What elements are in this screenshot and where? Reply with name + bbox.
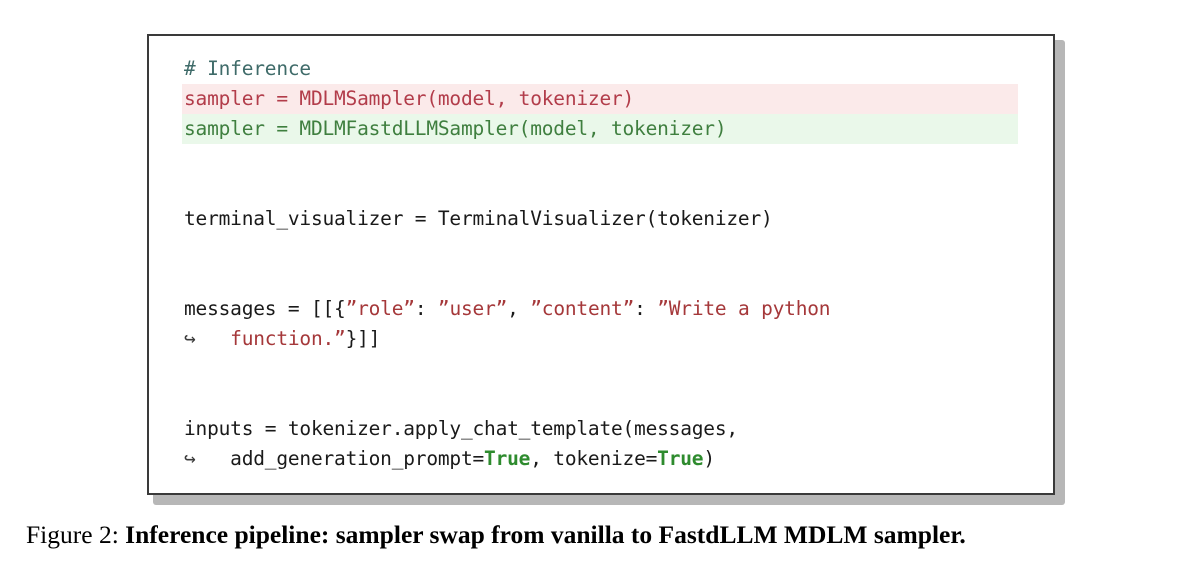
code-token-add: sampler = MDLMFastdLLMSampler(model, tok… <box>184 117 727 140</box>
code-token-plain: : <box>634 297 658 320</box>
code-token-plain: , tokenize= <box>530 447 658 470</box>
code-line-blank-5 <box>184 354 1049 384</box>
code-token-str: function.” <box>218 327 346 350</box>
code-line-line-sampler-old: sampler = MDLMSampler(model, tokenizer) <box>182 84 1049 114</box>
code-line-line-comment: # Inference <box>184 54 1049 84</box>
code-token-kw: True <box>657 447 704 470</box>
code-line-line-inputs: inputs = tokenizer.apply_chat_template(m… <box>184 414 1049 444</box>
code-line-line-messages: messages = [[{”role”: ”user”, ”content”:… <box>184 294 1049 324</box>
code-token-cont: ↪ <box>184 447 219 470</box>
code-token-str: ”role” <box>345 297 415 320</box>
code-line-blank-7 <box>184 474 1049 493</box>
code-listing: # Inference sampler = MDLMSampler(model, … <box>182 54 1049 493</box>
code-token-plain: messages = [[{ <box>184 297 346 320</box>
code-line-line-sampler-new: sampler = MDLMFastdLLMSampler(model, tok… <box>182 114 1049 144</box>
code-token-kw: True <box>484 447 531 470</box>
figure-caption-text: Inference pipeline: sampler swap from va… <box>125 520 966 549</box>
code-line-blank-6 <box>184 384 1049 414</box>
code-token-plain: terminal_visualizer = TerminalVisualizer… <box>184 207 773 230</box>
code-token-del: sampler = MDLMSampler(model, tokenizer) <box>184 87 635 110</box>
code-token-str: ”content” <box>530 297 635 320</box>
code-line-blank-2 <box>184 174 1049 204</box>
code-token-comment: # Inference <box>184 57 311 80</box>
code-line-blank-3 <box>184 234 1049 264</box>
code-token-plain: inputs = tokenizer.apply_chat_template(m… <box>184 417 738 440</box>
figure-caption-label: Figure 2: <box>26 520 119 549</box>
code-token-str: ”user” <box>437 297 508 320</box>
code-line-line-inputs-cont: ↪ add_generation_prompt=True, tokenize=T… <box>184 444 1049 474</box>
code-line-line-terminal-visualizer: terminal_visualizer = TerminalVisualizer… <box>184 204 1049 234</box>
code-token-plain: ) <box>703 447 715 470</box>
code-listing-box: # Inference sampler = MDLMSampler(model, … <box>147 34 1055 495</box>
code-token-plain: : <box>414 297 438 320</box>
figure-caption: Figure 2: Inference pipeline: sampler sw… <box>26 519 1176 551</box>
code-token-cont: ↪ <box>184 327 219 350</box>
code-line-blank-1 <box>184 144 1049 174</box>
code-line-blank-4 <box>184 264 1049 294</box>
code-token-plain: , <box>507 297 531 320</box>
code-token-plain: add_generation_prompt= <box>218 447 485 470</box>
code-line-line-messages-cont: ↪ function.”}]] <box>184 324 1049 354</box>
code-token-str: ”Write a python <box>657 297 831 320</box>
code-token-plain: }]] <box>345 327 381 350</box>
